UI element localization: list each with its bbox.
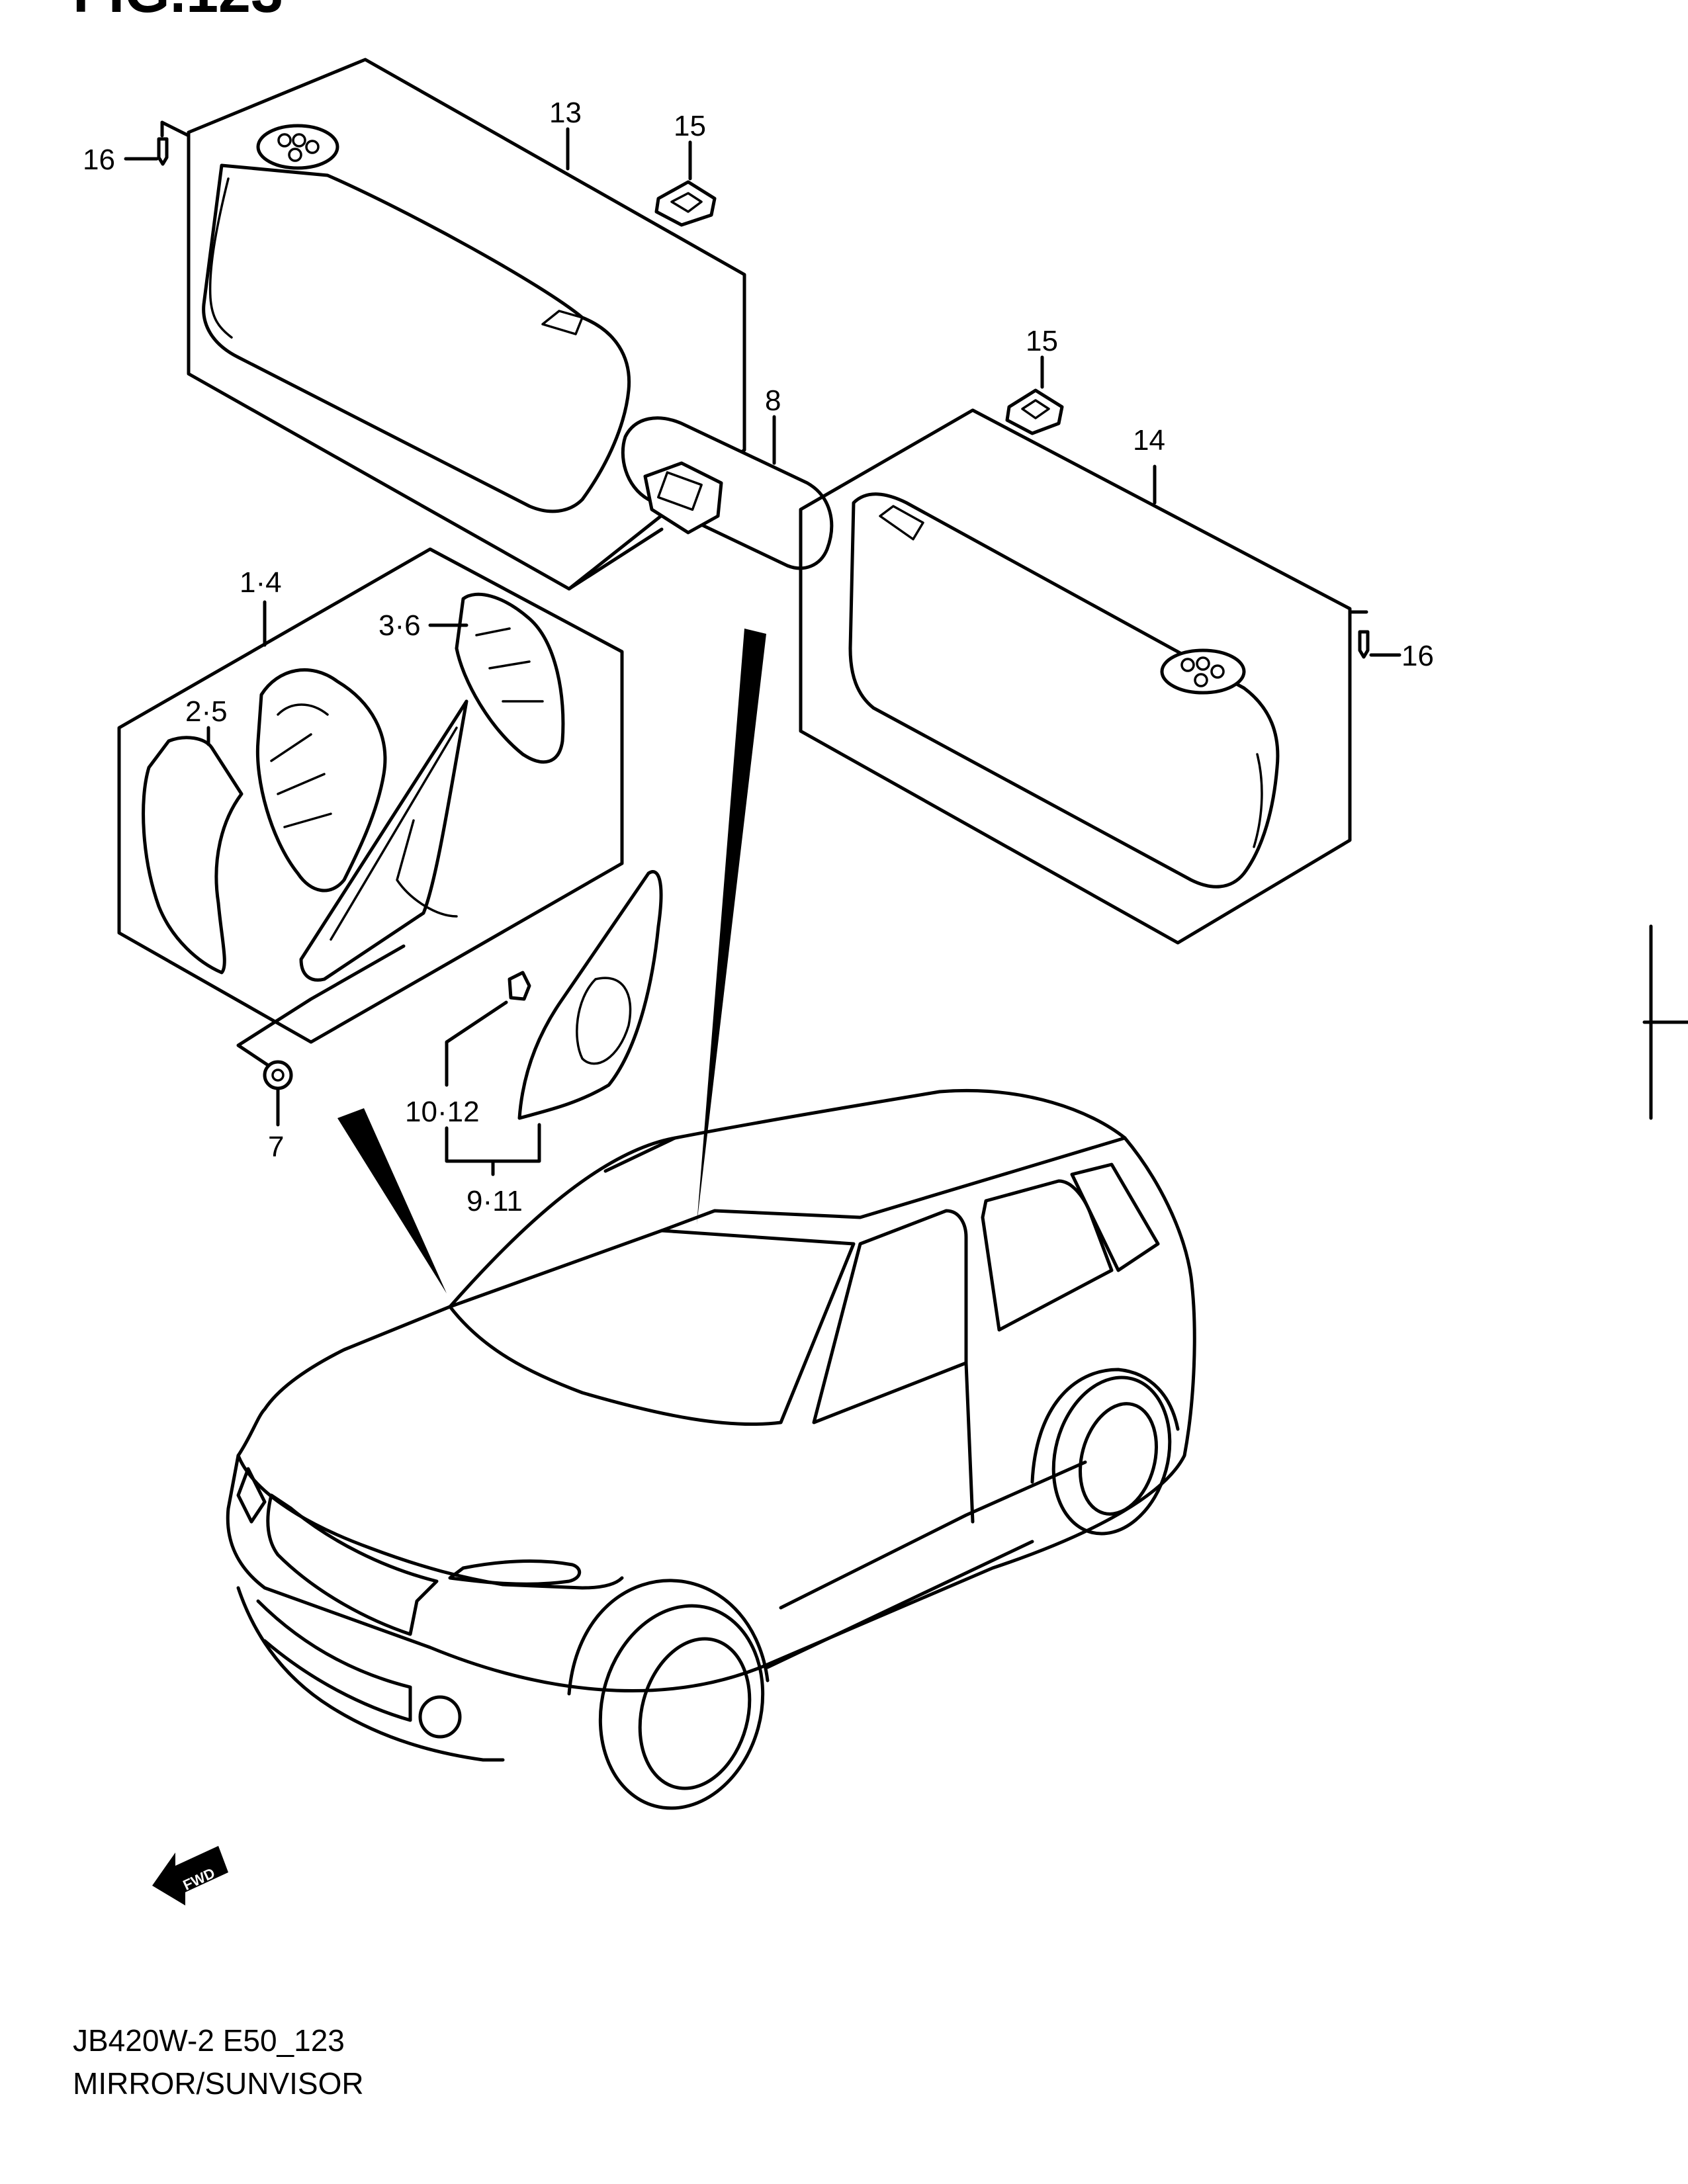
vehicle-outline <box>226 1088 1196 1810</box>
right-sunvisor-clip-notch <box>879 505 924 541</box>
pivot-screw-hole-icon <box>305 140 320 154</box>
pivot-screw-hole-icon <box>1194 673 1208 687</box>
pivot-screw-hole-icon <box>277 133 292 148</box>
garnish-detail <box>576 977 632 1065</box>
callout-16-right: 16 <box>1401 640 1434 672</box>
clip-15-right: 15 <box>1005 325 1064 435</box>
pivot-screw-hole-icon <box>1180 658 1195 672</box>
vehicle-hood-line <box>236 1454 624 1590</box>
pivot-screw-hole-icon <box>288 148 302 162</box>
pivot-screw-hole-icon <box>1196 656 1210 671</box>
vehicle-headlight-left <box>236 1467 267 1524</box>
leader-line <box>567 527 664 591</box>
vehicle-rear-side-window <box>981 1179 1114 1332</box>
vehicle-roof <box>603 1136 1127 1233</box>
clip-detail <box>670 192 703 213</box>
callout-1-4: 1·4 <box>240 566 282 599</box>
vehicle-quarter-window <box>1070 1162 1160 1272</box>
vehicle-lower-grille <box>256 1599 412 1722</box>
callout-16-left: 16 <box>83 144 115 176</box>
garnish-group: 10·12 9·11 <box>405 870 663 1217</box>
figure-title: FIG.123 <box>73 0 283 24</box>
callout-15-right: 15 <box>1026 325 1058 357</box>
left-sunvisor[interactable] <box>202 163 631 513</box>
screw-16-right[interactable] <box>1358 630 1370 659</box>
clip-15-top: 15 <box>654 110 717 227</box>
left-sunvisor-edge <box>208 177 233 339</box>
mirror-base[interactable] <box>299 699 468 982</box>
vehicle-windshield <box>448 1229 856 1426</box>
rear-view-mirror[interactable] <box>621 416 834 570</box>
nut-7[interactable] <box>263 1060 293 1090</box>
callout-14: 14 <box>1133 424 1165 457</box>
vehicle-grille <box>266 1493 439 1636</box>
vehicle-fog-light <box>418 1695 462 1739</box>
callout-10-12: 10·12 <box>405 1096 480 1128</box>
mirror-base-detail <box>330 726 458 941</box>
leader-line <box>445 1123 541 1163</box>
vehicle-rear-wheel <box>1051 1376 1172 1536</box>
fwd-arrow-icon <box>152 1846 228 1905</box>
right-sunvisor-box <box>799 408 1352 945</box>
outside-mirror-box <box>117 547 624 1044</box>
right-sunvisor[interactable] <box>848 492 1280 889</box>
sunvisor-holder-clip[interactable] <box>654 180 717 227</box>
right-sunvisor-edge <box>1253 753 1263 848</box>
leader-line <box>236 944 406 1074</box>
outside-mirror-group: 1·4 2·5 3·6 7 <box>117 547 624 1163</box>
garnish-clip[interactable] <box>508 971 531 1001</box>
vehicle-front-side-window <box>812 1209 968 1424</box>
screw-16-left[interactable] <box>157 137 169 166</box>
pivot-screw-hole-icon <box>1210 664 1225 679</box>
left-sunvisor-clip-notch <box>541 310 584 335</box>
mirror-mount-detail <box>657 471 703 511</box>
cover-detail <box>475 627 544 703</box>
leader-line <box>160 120 191 138</box>
callout-2-5: 2·5 <box>185 695 228 728</box>
callout-8: 8 <box>765 384 781 417</box>
vehicle-front-wheel-rim <box>638 1637 752 1790</box>
vehicle-headlight-right <box>448 1559 582 1586</box>
right-sunvisor-group: 14 16 <box>799 408 1434 945</box>
pointer-wedge-mirror <box>697 629 766 1224</box>
pointer-wedge-outside-mirror <box>337 1108 447 1293</box>
vehicle-side-lines <box>766 1460 1087 1669</box>
mirror-housing[interactable] <box>255 668 387 893</box>
vehicle-front-wheel <box>598 1604 765 1810</box>
rear-view-mirror-group: 8 <box>621 384 834 570</box>
pivot-screw-hole-icon <box>292 133 306 148</box>
callout-13: 13 <box>549 97 582 129</box>
vehicle-front-wheel-arch <box>567 1579 770 1696</box>
left-sunvisor-group: 16 13 <box>83 58 746 591</box>
clip-detail <box>1021 399 1050 419</box>
vehicle-rear-wheel-rim <box>1078 1402 1159 1516</box>
fwd-arrow: FWD <box>152 1846 228 1905</box>
vehicle-rear-wheel-arch <box>1030 1368 1180 1484</box>
housing-detail <box>270 703 332 828</box>
footer-name: MIRROR/SUNVISOR <box>73 2066 364 2101</box>
callout-3-6: 3·6 <box>378 609 421 642</box>
callout-7: 7 <box>268 1131 284 1163</box>
mirror-inner-cover[interactable] <box>455 592 565 764</box>
mirror-glass[interactable] <box>142 736 244 975</box>
leader-line <box>445 1000 508 1087</box>
callout-9-11: 9·11 <box>466 1185 523 1217</box>
vehicle-body <box>226 1088 1196 1692</box>
nut-hole-icon <box>271 1069 285 1082</box>
footer-code: JB420W-2 E50_123 <box>73 2023 345 2058</box>
vehicle-bumper <box>236 1586 505 1762</box>
vehicle-door-line <box>964 1361 975 1524</box>
sunvisor-holder-clip[interactable] <box>1005 388 1064 435</box>
door-garnish[interactable] <box>517 870 663 1120</box>
callout-15-top: 15 <box>674 110 706 142</box>
